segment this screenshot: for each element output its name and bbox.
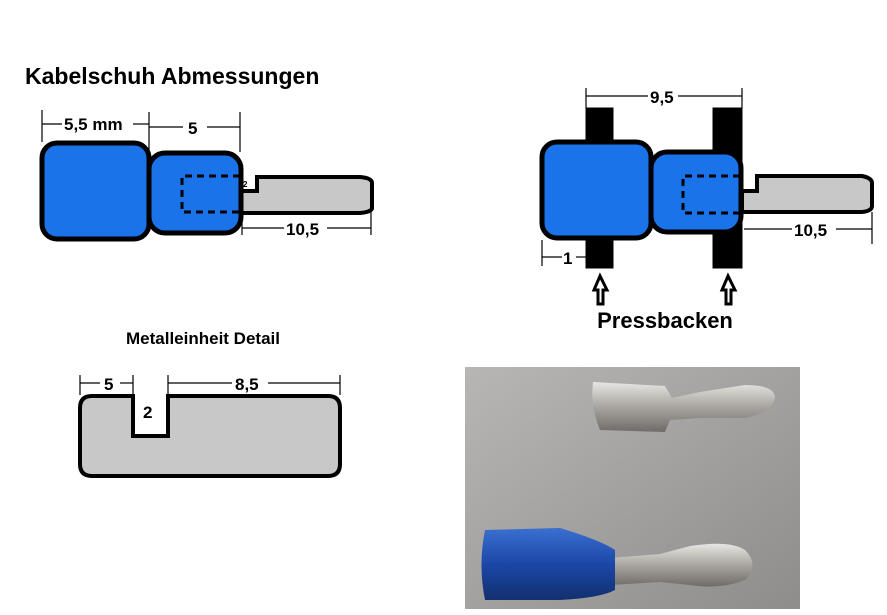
pressbacken-label: Pressbacken	[597, 308, 733, 333]
blue-connector-photo	[481, 528, 615, 600]
dim-pin-label: 10,5	[794, 221, 827, 240]
page-title: Kabelschuh Abmessungen	[25, 63, 319, 89]
dim-right-label: 8,5	[235, 375, 259, 394]
metal-part-outline	[78, 394, 342, 478]
dimension-lines	[541, 88, 873, 266]
dimension-lines	[41, 110, 372, 235]
dim-pin-label: 10,5	[286, 220, 319, 239]
dim-offset-label: 1	[563, 249, 572, 268]
connector-diagram-right	[539, 88, 874, 306]
metal-connector-photo	[592, 382, 775, 432]
metal-detail-diagram	[78, 375, 342, 478]
connector-photo	[465, 367, 800, 609]
dim-left-label: 5	[104, 375, 113, 394]
barrel-insulation	[146, 150, 244, 236]
barrel-insulation	[648, 149, 744, 235]
arrow-up-icon	[719, 272, 738, 306]
dimension-lines	[79, 375, 341, 395]
dim-notch-label: 2	[143, 403, 152, 422]
dim-jaw-span-label: 9,5	[650, 88, 674, 107]
metal-pin	[238, 175, 374, 215]
dim-barrel-label: 5	[188, 119, 197, 138]
sleeve-insulation	[539, 139, 654, 241]
connector-diagram-left	[39, 110, 374, 242]
hidden-crimp-outline	[681, 174, 740, 215]
dim-sleeve-label: 5,5 mm	[64, 115, 123, 134]
metal-pin	[740, 174, 874, 214]
metal-detail-title: Metalleinheit Detail	[126, 329, 280, 348]
dim-gap-label: 2	[243, 180, 248, 189]
arrow-up-icon	[591, 272, 610, 306]
sleeve-insulation	[39, 140, 152, 242]
hidden-crimp-outline	[180, 174, 240, 214]
